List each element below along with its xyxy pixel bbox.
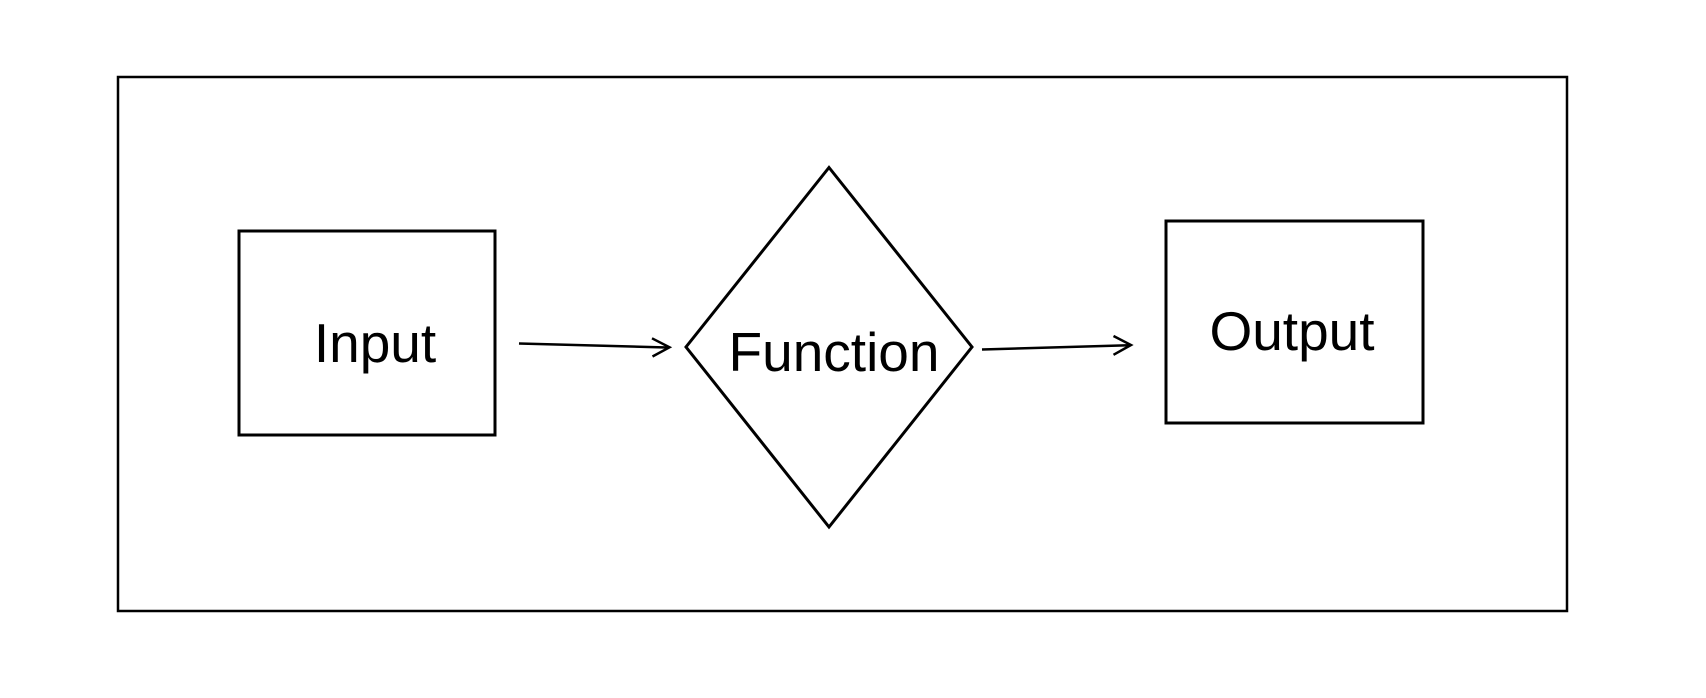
input-node-label: Input (314, 312, 436, 374)
input-node-shape (237, 229, 497, 437)
arrowhead-icon (1112, 334, 1134, 356)
function-node: Function (684, 165, 974, 530)
function-node-shape (684, 165, 974, 530)
output-node: Output (1164, 219, 1425, 425)
connector-function-to-output (981, 334, 1134, 356)
connector-line (981, 343, 1130, 351)
connector-input-to-function (518, 337, 673, 358)
function-node-label: Function (729, 321, 940, 383)
input-node: Input (237, 229, 497, 437)
output-node-label: Output (1209, 300, 1374, 362)
output-node-shape (1164, 219, 1425, 425)
connector-line (518, 342, 668, 349)
arrowhead-icon (651, 337, 673, 358)
diagram-content: Input Function Output (116, 75, 1569, 613)
